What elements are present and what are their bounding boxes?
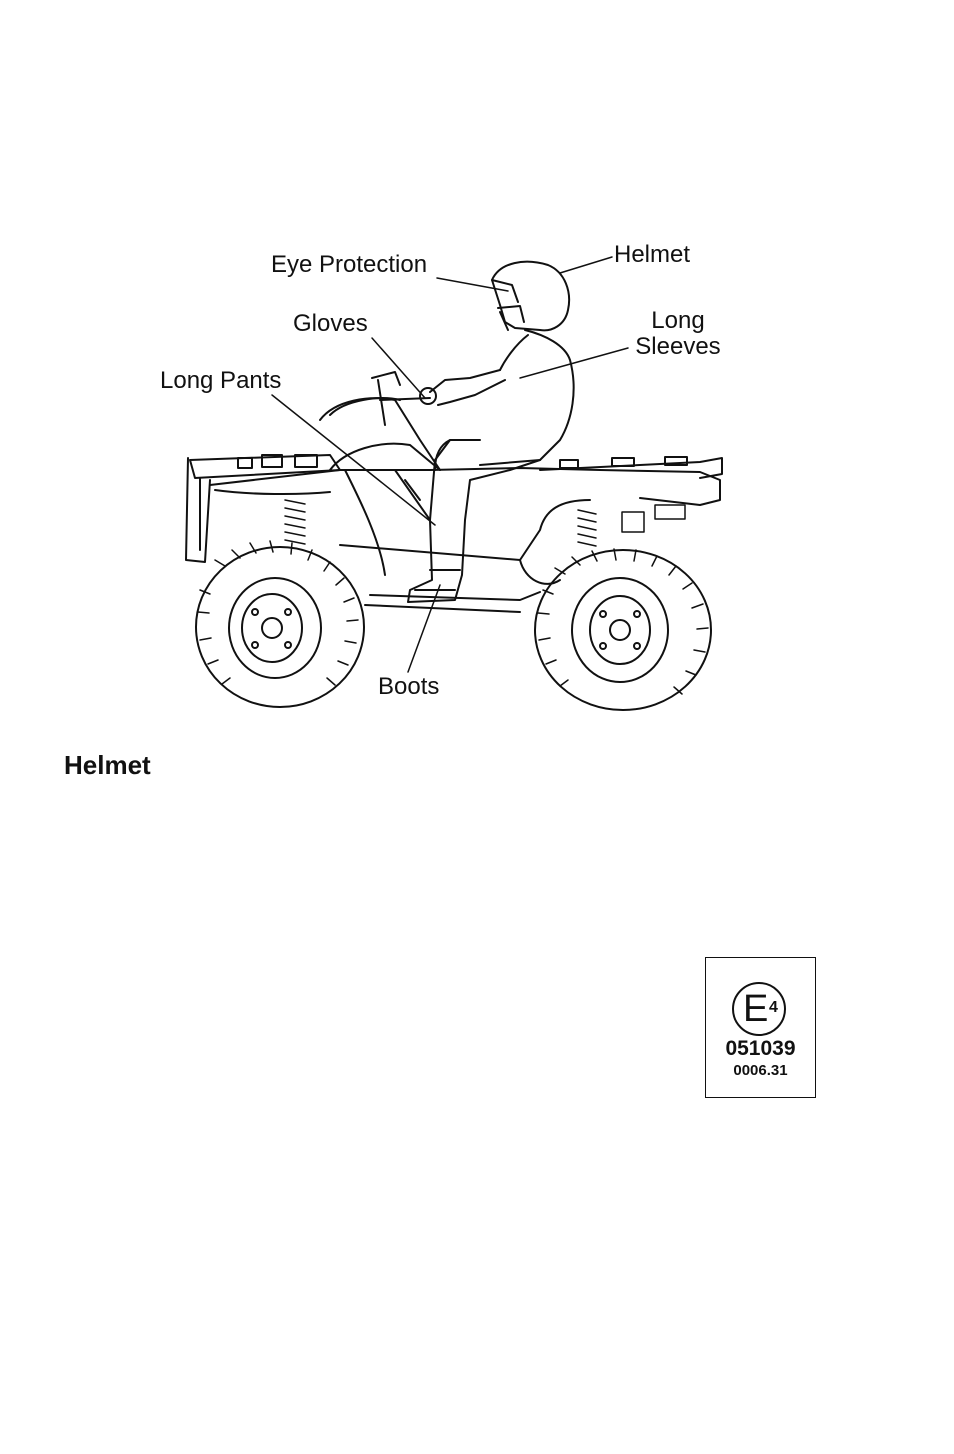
leader-gloves: [371, 337, 426, 399]
callout-long-sleeves: Long Sleeves: [633, 308, 723, 360]
leader-lines: [271, 256, 629, 673]
callout-long-sleeves-line2: Sleeves: [635, 333, 721, 360]
rear-rack: [185, 454, 341, 563]
callout-gloves: Gloves: [293, 310, 368, 337]
approval-code: 0006.31: [733, 1062, 788, 1079]
front-rack: [539, 456, 723, 479]
leader-boots: [407, 584, 441, 673]
leader-helmet: [559, 256, 613, 274]
rider: [407, 260, 575, 603]
approval-number: 051039: [725, 1037, 796, 1060]
handlebar: [329, 371, 431, 426]
section-heading: Helmet: [64, 750, 151, 780]
callout-helmet: Helmet: [614, 241, 691, 268]
suspension: [284, 499, 686, 547]
callout-boots: Boots: [378, 673, 440, 700]
callout-long-sleeves-line1: Long: [651, 307, 705, 334]
ece-mark-circle: E 4: [732, 982, 786, 1036]
atv-rider-illustration: [185, 256, 723, 711]
callout-long-pants: Long Pants: [160, 367, 282, 394]
leader-long-pants: [271, 394, 436, 526]
leader-long-sleeves: [519, 347, 629, 379]
ece-certification-label: E 4 051039 0006.31: [705, 957, 816, 1098]
ece-mark-letter: E: [743, 988, 769, 1030]
callout-eye-protection: Eye Protection: [271, 251, 428, 278]
rear-wheel: [195, 540, 365, 708]
atv-body: [209, 397, 721, 613]
ece-mark-country: 4: [769, 999, 778, 1016]
leader-eye-protection: [436, 277, 509, 292]
front-wheel: [534, 548, 712, 711]
